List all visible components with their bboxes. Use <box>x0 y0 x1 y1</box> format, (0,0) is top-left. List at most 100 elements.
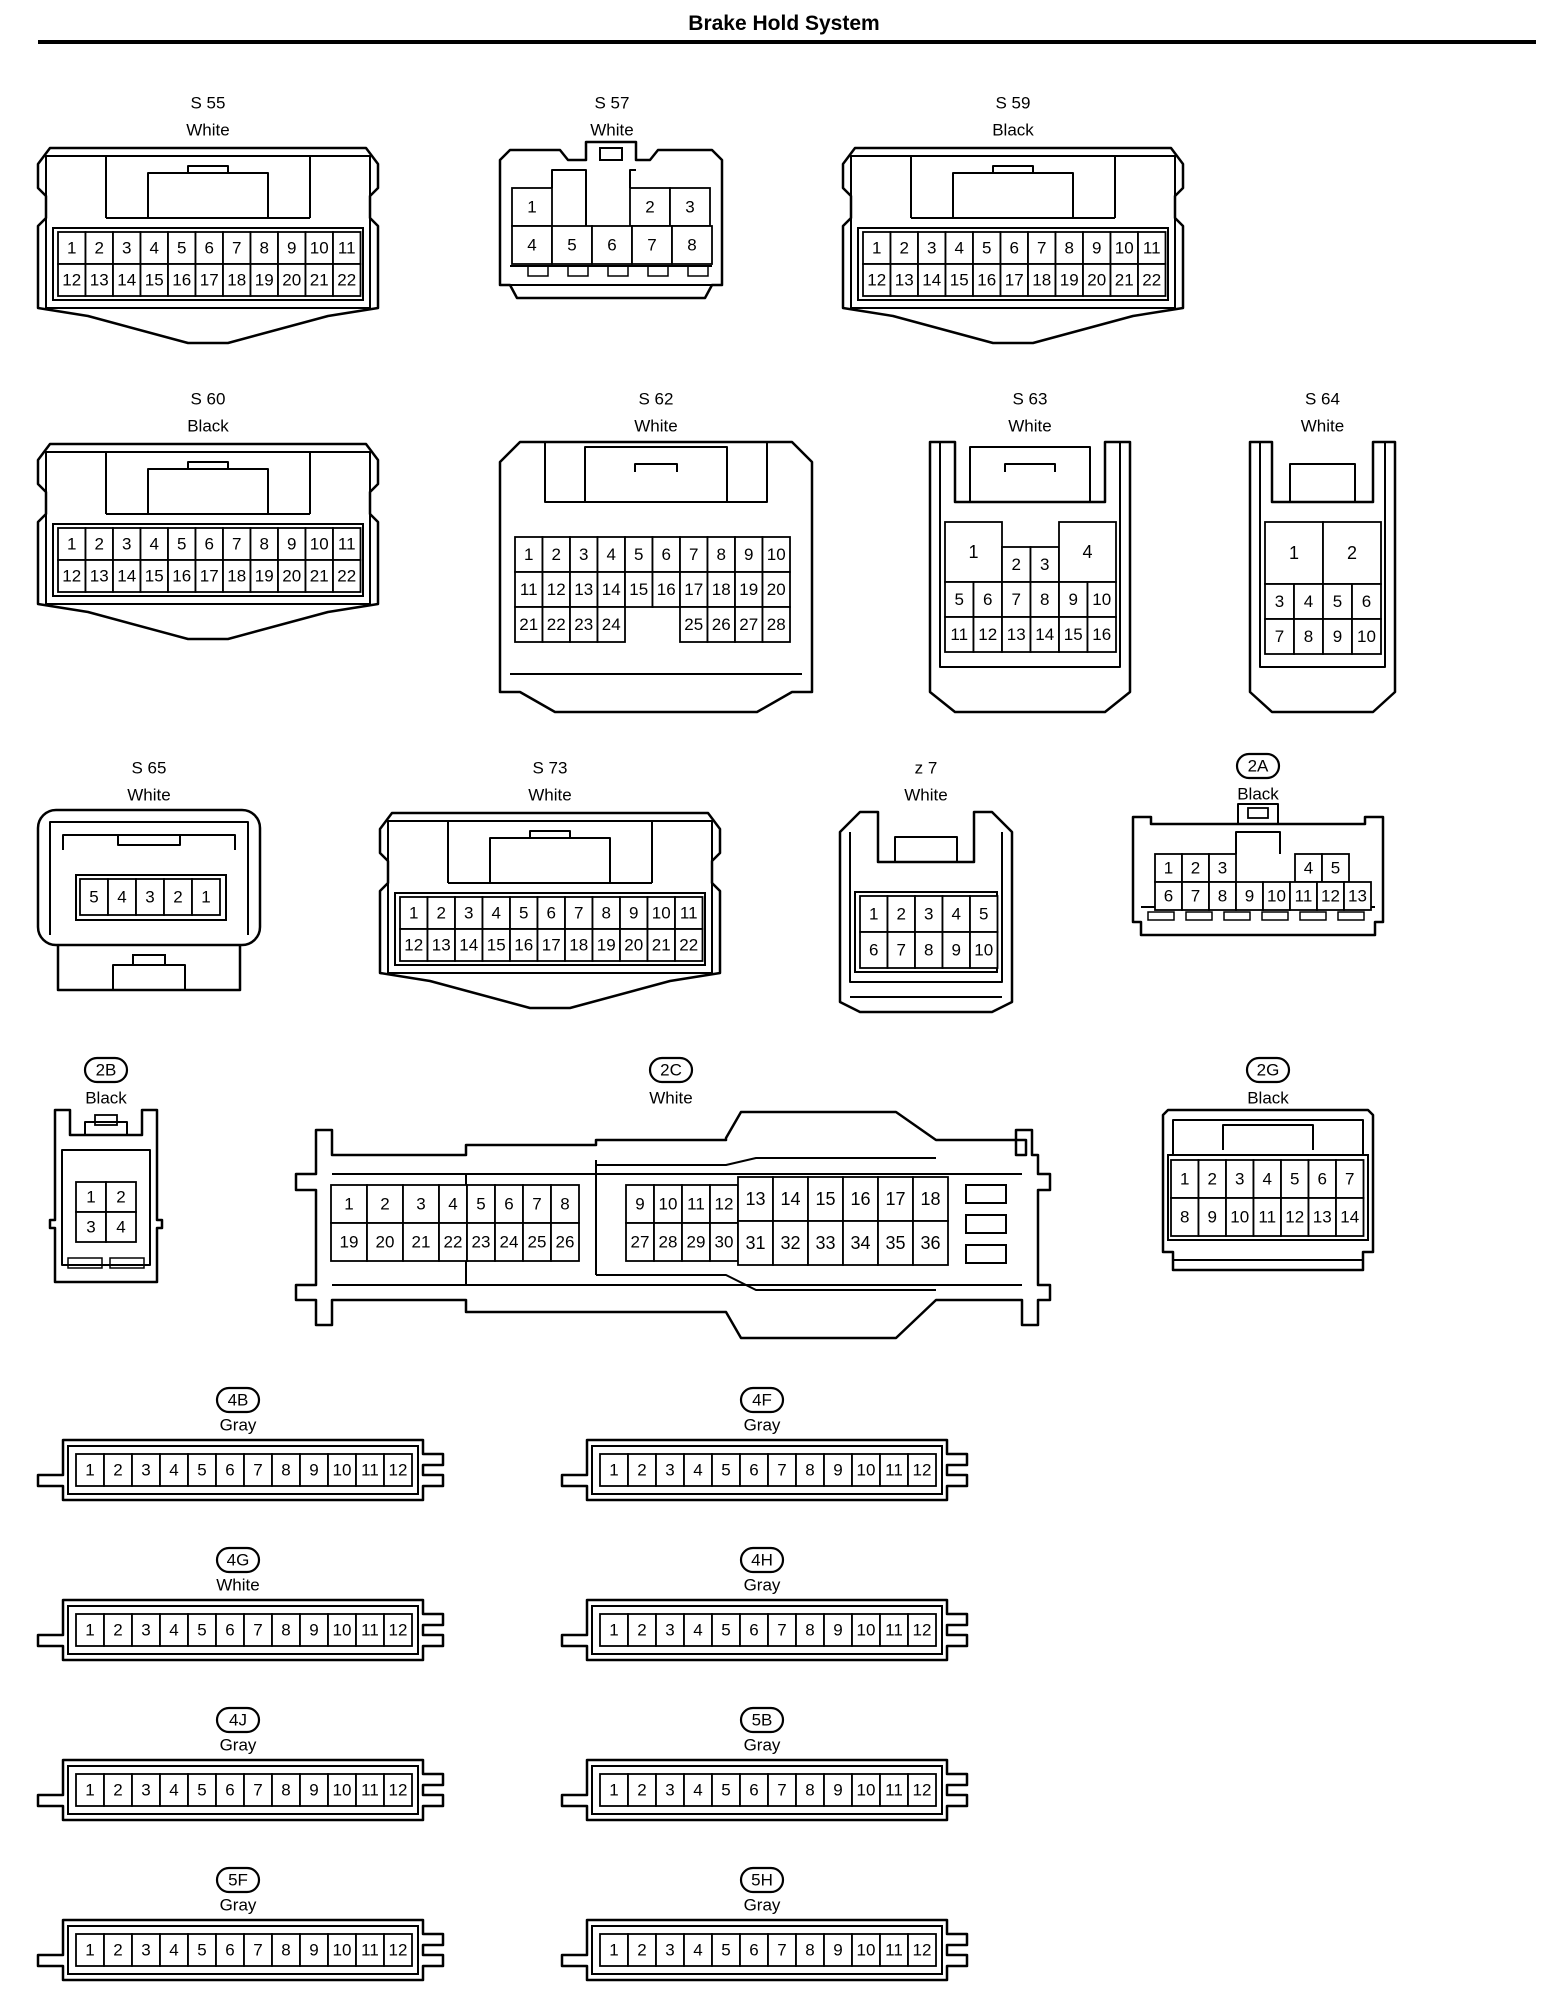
pin-cell <box>355 1773 385 1807</box>
pin-number: 4 <box>607 545 616 564</box>
pin-number: 3 <box>579 545 588 564</box>
pin-cell <box>1001 616 1032 653</box>
pin-number: 20 <box>282 566 301 585</box>
pin-number: 7 <box>253 1620 262 1639</box>
connector-color: Gray <box>744 1895 781 1914</box>
connector-code-badge <box>83 1056 129 1084</box>
pin-cell <box>907 1613 937 1647</box>
pin-number: 6 <box>749 1460 758 1479</box>
connector-color: White <box>216 1575 259 1594</box>
pin-number: 16 <box>657 580 676 599</box>
pin-cell <box>327 1933 357 1967</box>
pin-number: 1 <box>67 238 76 257</box>
pin-number: 4 <box>492 903 501 922</box>
pin-cell <box>191 878 221 916</box>
pin-number: 3 <box>122 238 131 257</box>
pin-number: 26 <box>556 1232 575 1251</box>
pin-number: 1 <box>86 1187 95 1206</box>
pin-number: 12 <box>389 1780 408 1799</box>
pin-cell <box>569 606 599 643</box>
pin-number: 3 <box>1275 592 1284 611</box>
pin-number: 2 <box>1191 858 1200 877</box>
pin-number: 2 <box>437 903 446 922</box>
pin-cell <box>1197 1197 1227 1237</box>
connector-code-badge <box>739 1866 785 1894</box>
pin-number: 5 <box>955 590 964 609</box>
pin-number: 5 <box>197 1460 206 1479</box>
pin-cell <box>851 1613 881 1647</box>
pin-number: 4 <box>1304 858 1313 877</box>
pin-cell <box>332 559 362 593</box>
pin-number: 7 <box>1012 590 1021 609</box>
pin-number: 14 <box>780 1189 800 1209</box>
pin-cell <box>914 931 944 969</box>
pin-number: 11 <box>885 1620 903 1639</box>
pin-cell <box>767 1453 797 1487</box>
pin-number: 17 <box>885 1189 905 1209</box>
pin-number: 11 <box>680 903 698 922</box>
pin-number: 2 <box>1012 555 1021 574</box>
pin-number: 10 <box>1115 238 1134 257</box>
pin-cell <box>163 878 193 916</box>
pin-number: 20 <box>1087 270 1106 289</box>
pin-cell <box>1322 521 1382 585</box>
pin-cell <box>243 1453 273 1487</box>
pin-number: 4 <box>117 887 126 906</box>
pin-cell <box>1264 521 1324 585</box>
pin-number: 13 <box>745 1189 765 1209</box>
pin-number: 1 <box>1180 1169 1189 1188</box>
pin-number: 11 <box>361 1620 379 1639</box>
pin-cell <box>402 1222 440 1262</box>
pin-number: 5 <box>982 238 991 257</box>
pin-number: 7 <box>1191 886 1200 905</box>
pin-cell <box>159 1773 189 1807</box>
connector-color: White <box>904 785 947 804</box>
pin-number: 4 <box>1304 592 1313 611</box>
pin-number: 6 <box>749 1620 758 1639</box>
pin-number: 12 <box>389 1620 408 1639</box>
pin-cell <box>1335 1197 1365 1237</box>
pin-number: 3 <box>145 887 154 906</box>
pin-cell <box>438 1184 468 1224</box>
pin-cell <box>711 1453 741 1487</box>
pin-number: 11 <box>885 1460 903 1479</box>
pin-cell <box>383 1453 413 1487</box>
pin-cell <box>271 1933 301 1967</box>
pin-number: 2 <box>1208 1169 1217 1188</box>
pin-number: 16 <box>977 270 996 289</box>
pin-number: 8 <box>805 1620 814 1639</box>
pin-cell <box>907 1453 937 1487</box>
pin-cell <box>941 895 971 933</box>
pin-cell <box>383 1613 413 1647</box>
pin-number: 6 <box>504 1194 513 1213</box>
connector-color: Gray <box>220 1895 257 1914</box>
pin-number: 5 <box>1290 1169 1299 1188</box>
pin-number: 10 <box>1092 590 1111 609</box>
pin-number: 8 <box>281 1620 290 1639</box>
pin-number: 21 <box>1115 270 1134 289</box>
pin-number: 7 <box>647 235 656 254</box>
pin-cell <box>619 896 649 930</box>
pin-number: 35 <box>885 1233 905 1253</box>
pin-number: 2 <box>637 1780 646 1799</box>
pin-number: 4 <box>169 1780 178 1799</box>
pin-cell <box>596 536 626 573</box>
pin-number: 1 <box>527 197 536 216</box>
pin-cell <box>1170 1197 1200 1237</box>
pin-number: 2 <box>113 1460 122 1479</box>
pin-cell <box>711 1613 741 1647</box>
pin-cell <box>355 1933 385 1967</box>
pin-number: 1 <box>409 903 418 922</box>
pin-number: 4 <box>116 1217 125 1236</box>
pin-number: 9 <box>309 1460 318 1479</box>
pin-number: 14 <box>117 566 136 585</box>
pin-number: 12 <box>389 1940 408 1959</box>
pin-number: 10 <box>310 238 329 257</box>
pin-number: 17 <box>542 935 561 954</box>
pin-number: 20 <box>767 580 786 599</box>
connector-code: 5H <box>751 1870 773 1889</box>
pin-number: 2 <box>113 1780 122 1799</box>
pin-number: 6 <box>1164 886 1173 905</box>
